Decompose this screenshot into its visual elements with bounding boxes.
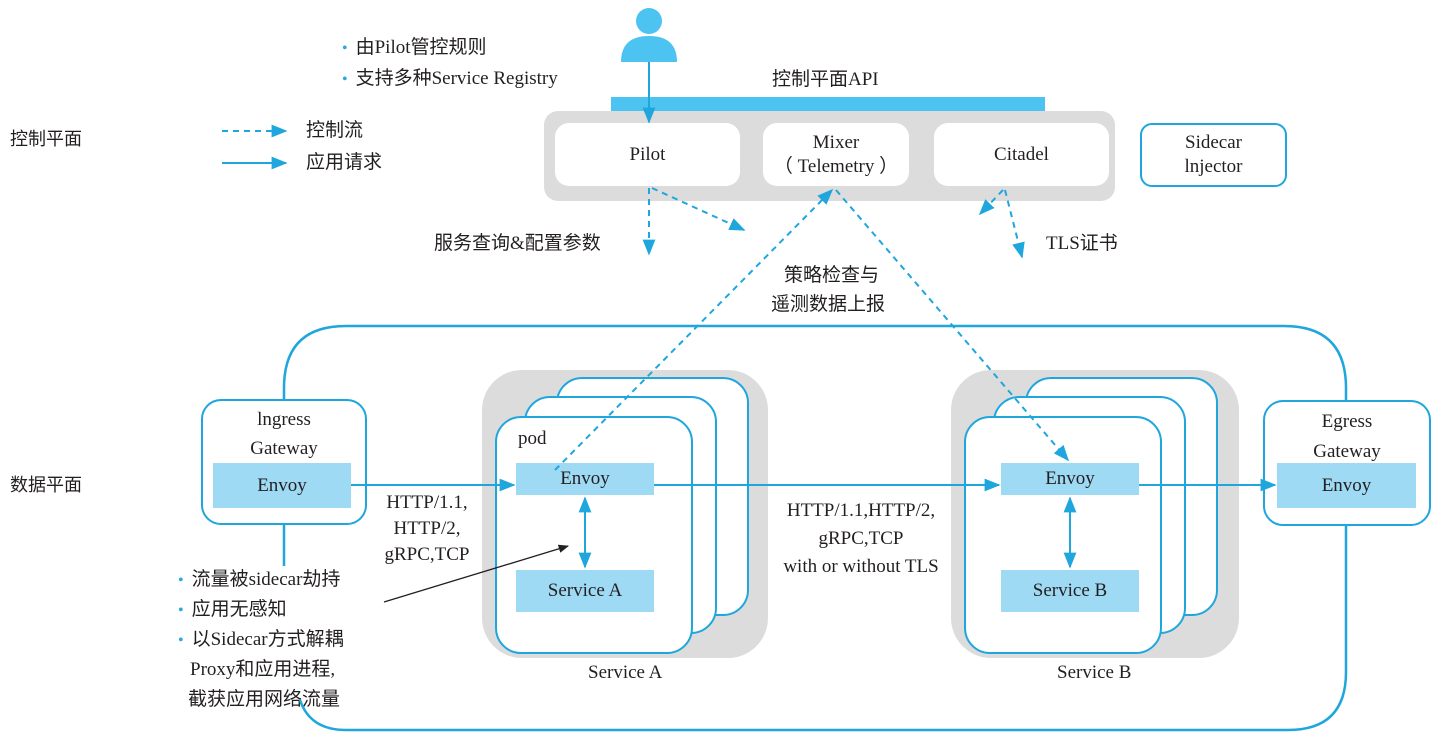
ingress-protocols: HTTP/1.1, HTTP/2, gRPC,TCP xyxy=(372,490,482,568)
control-plane-api-label: 控制平面API xyxy=(772,69,879,90)
sidecar-note: 应用无感知 xyxy=(178,598,287,623)
egress-envoy[interactable]: Envoy xyxy=(1277,463,1416,508)
protocol-line: HTTP/1.1, xyxy=(386,492,468,513)
citadel-component[interactable]: Citadel xyxy=(934,123,1109,186)
mesh-protocols: HTTP/1.1,HTTP/2, gRPC,TCP with or withou… xyxy=(762,497,960,581)
sidecar-note-continuation: Proxy和应用进程, xyxy=(190,659,336,680)
tls-cert-annotation: TLS证书 xyxy=(1046,233,1118,254)
control-plane-label: 控制平面 xyxy=(10,129,82,150)
pod-label: pod xyxy=(518,428,547,449)
service-b-envoy[interactable]: Envoy xyxy=(1001,463,1139,495)
protocol-line: HTTP/2, xyxy=(393,518,461,539)
citadel-label: Citadel xyxy=(994,143,1049,165)
service-a-app[interactable]: Service A xyxy=(516,570,654,612)
protocol-line: HTTP/1.1,HTTP/2, xyxy=(786,500,936,521)
ingress-gateway-label: lngress xyxy=(257,409,311,430)
sidecar-note-continuation: 截获应用网络流量 xyxy=(188,689,341,710)
ingress-gateway-label-line2: Gateway xyxy=(250,438,318,459)
legend-control-flow-label: 控制流 xyxy=(306,120,364,141)
pilot-note-text: 由Pilot管控规则 xyxy=(355,37,487,58)
sidecar-note: 流量被sidecar劫持 xyxy=(178,568,341,593)
protocol-line: gRPC,TCP xyxy=(384,544,470,565)
user-icon xyxy=(621,8,677,62)
egress-gateway-label: Egress xyxy=(1321,411,1373,432)
envoy-label: Envoy xyxy=(257,474,307,496)
legend-app-request-label: 应用请求 xyxy=(306,152,383,173)
sidecar-note-text: 以Sidecar方式解耦 xyxy=(191,629,344,650)
protocol-line: with or without TLS xyxy=(783,556,939,577)
sidecar-note: 以Sidecar方式解耦 xyxy=(178,628,344,653)
service-b-label: Service B xyxy=(1032,580,1108,601)
service-b-app[interactable]: Service B xyxy=(1001,570,1139,612)
policy-annotation-line1: 策略检查与 xyxy=(784,265,880,286)
protocol-line: gRPC,TCP xyxy=(818,528,904,549)
service-b-group-label: Service B xyxy=(1057,662,1132,683)
pod[interactable] xyxy=(964,416,1162,654)
pilot-note: 支持多种Service Registry xyxy=(342,67,558,92)
pilot-note-text: 支持多种Service Registry xyxy=(355,68,558,89)
pilot-note: 由Pilot管控规则 xyxy=(342,36,487,61)
service-a-label: Service A xyxy=(547,580,623,601)
sidecar-injector-label: Sidecar xyxy=(1185,132,1242,153)
mixer-telemetry-label: （ Telemetry ） xyxy=(773,155,899,177)
mixer-component[interactable]: Mixer （ Telemetry ） xyxy=(763,123,909,186)
egress-gateway-label-line2: Gateway xyxy=(1313,441,1381,462)
envoy-label: Envoy xyxy=(1321,474,1372,496)
pilot-component[interactable]: Pilot xyxy=(555,123,740,186)
envoy-label: Envoy xyxy=(560,468,610,489)
mixer-label: Mixer xyxy=(812,131,860,153)
data-plane-label: 数据平面 xyxy=(10,475,82,496)
sidecar-note-text: 应用无感知 xyxy=(191,599,287,620)
sidecar-injector-label-line2: lnjector xyxy=(1184,156,1243,177)
service-discovery-annotation: 服务查询&配置参数 xyxy=(434,233,601,254)
policy-annotation-line2: 遥测数据上报 xyxy=(771,294,886,315)
pod[interactable] xyxy=(495,416,693,654)
service-a-envoy[interactable]: Envoy xyxy=(516,463,654,495)
ingress-envoy[interactable]: Envoy xyxy=(213,463,351,508)
pilot-label: Pilot xyxy=(629,143,666,165)
service-a-group-label: Service A xyxy=(588,662,663,683)
control-plane-api-bar xyxy=(611,97,1045,111)
sidecar-note-text: 流量被sidecar劫持 xyxy=(191,569,341,590)
envoy-label: Envoy xyxy=(1045,468,1095,489)
sidecar-injector-component[interactable]: Sidecar lnjector xyxy=(1140,123,1287,187)
